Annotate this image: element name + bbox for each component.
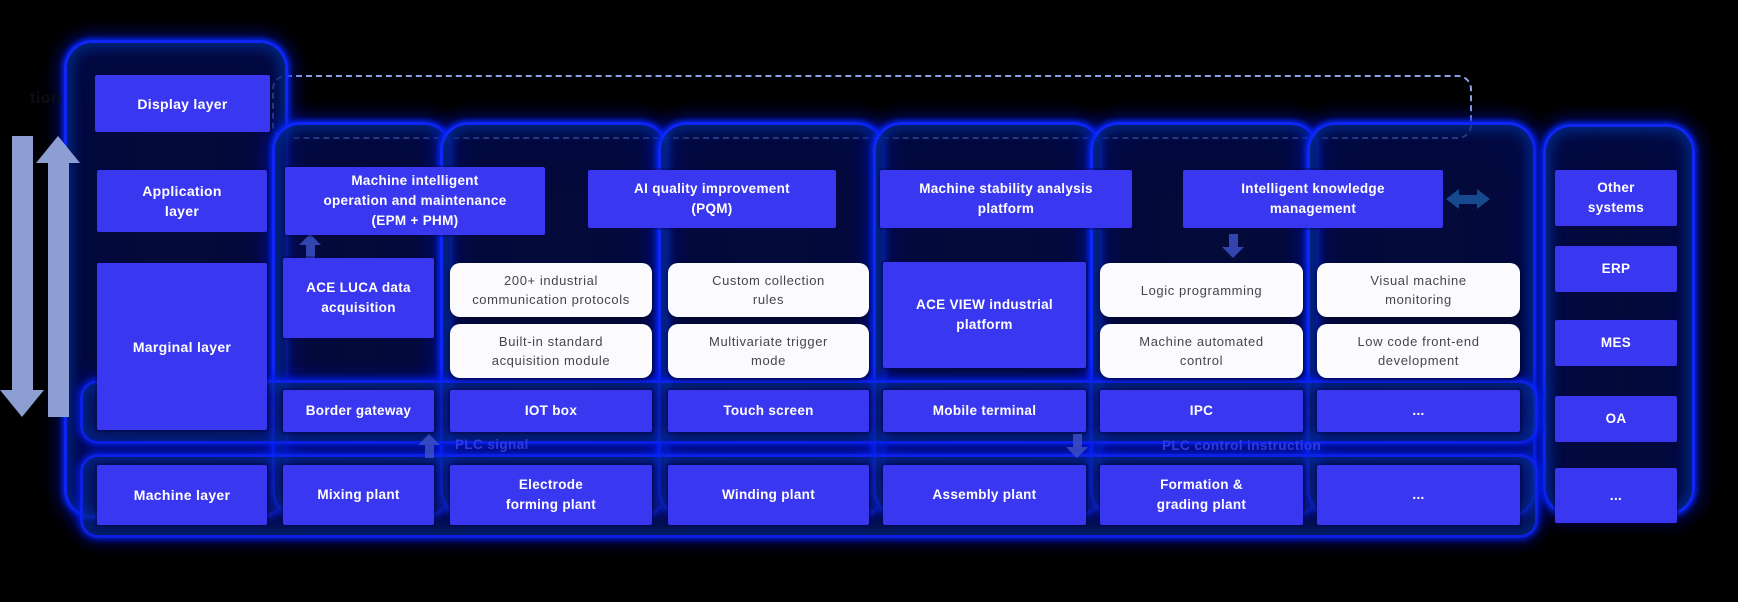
up-arrow-icon: [418, 434, 440, 458]
display-layer-label: Display layer: [95, 75, 270, 132]
capability-box: Built-in standard acquisition module: [450, 324, 652, 378]
capability-box: Custom collection rules: [668, 263, 869, 317]
app-box-knowledge: Intelligent knowledge management: [1183, 170, 1443, 228]
flow-label-plc-control-instruction: PLC control instruction: [1162, 438, 1322, 453]
capability-box: Low code front-end development: [1317, 324, 1520, 378]
plant-box-assembly: Assembly plant: [883, 465, 1086, 525]
device-box-mobile-terminal: Mobile terminal: [883, 390, 1086, 432]
down-arrow-icon: [1222, 234, 1244, 258]
other-systems-box: Other systems: [1555, 170, 1677, 226]
plant-box-electrode: Electrode forming plant: [450, 465, 652, 525]
device-box-border-gateway: Border gateway: [283, 390, 434, 432]
clipped-label-fragment: tion: [30, 90, 62, 107]
system-box-mes: MES: [1555, 320, 1677, 366]
system-box-more: ...: [1555, 468, 1677, 523]
capability-box: 200+ industrial communication protocols: [450, 263, 652, 317]
app-box-epm-phm: Machine intelligent operation and mainte…: [285, 167, 545, 235]
marginal-layer-label: Marginal layer: [97, 263, 267, 430]
plant-box-mixing: Mixing plant: [283, 465, 434, 525]
down-arrow-icon: [0, 136, 44, 417]
up-arrow-icon: [36, 136, 80, 417]
capability-box: Visual machine monitoring: [1317, 263, 1520, 317]
device-box-iot-box: IOT box: [450, 390, 652, 432]
capability-box: Logic programming: [1100, 263, 1303, 317]
system-box-erp: ERP: [1555, 246, 1677, 292]
capability-box: Machine automated control: [1100, 324, 1303, 378]
down-arrow-icon: [1066, 434, 1088, 458]
plant-box-winding: Winding plant: [668, 465, 869, 525]
machine-layer-label: Machine layer: [97, 465, 267, 525]
app-box-pqm: AI quality improvement (PQM): [588, 170, 836, 228]
ace-luca-box: ACE LUCA data acquisition: [283, 258, 434, 338]
application-layer-label: Application layer: [97, 170, 267, 232]
device-box-touch-screen: Touch screen: [668, 390, 869, 432]
device-box-ipc: IPC: [1100, 390, 1303, 432]
plant-box-more: ...: [1317, 465, 1520, 525]
app-box-stability: Machine stability analysis platform: [880, 170, 1132, 228]
capability-box: Multivariate trigger mode: [668, 324, 869, 378]
double-headed-arrow-icon: [1446, 189, 1490, 209]
system-box-oa: OA: [1555, 396, 1677, 442]
up-arrow-icon: [299, 234, 321, 258]
flow-label-plc-signal: PLC signal: [455, 437, 529, 452]
device-box-more: ...: [1317, 390, 1520, 432]
ace-view-box: ACE VIEW industrial platform: [883, 262, 1086, 368]
plant-box-formation: Formation & grading plant: [1100, 465, 1303, 525]
